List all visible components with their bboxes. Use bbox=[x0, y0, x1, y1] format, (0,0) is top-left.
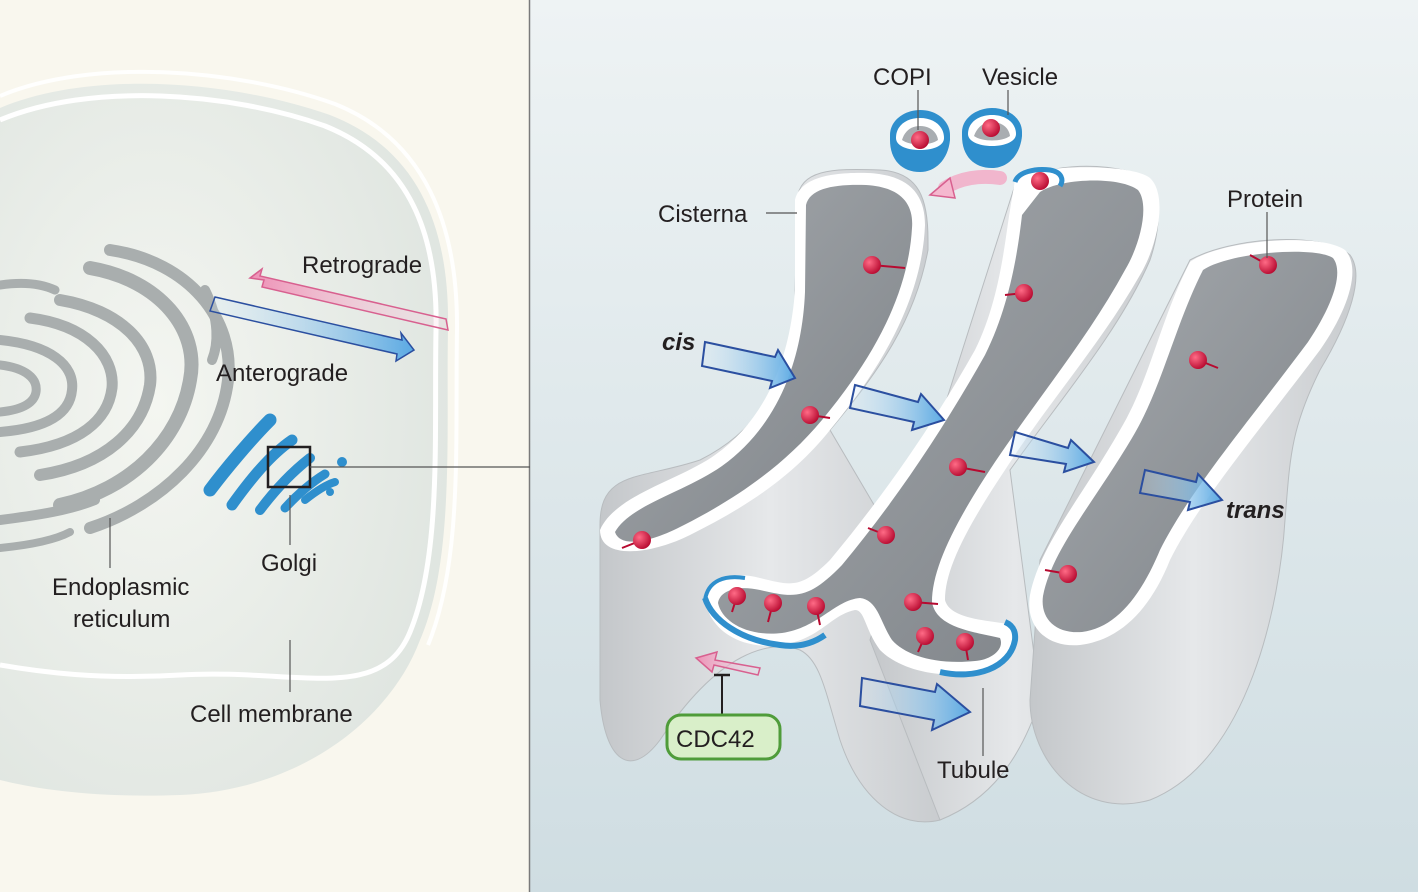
er-label-line2: reticulum bbox=[73, 606, 170, 633]
tubule-retro-arrow bbox=[694, 650, 761, 676]
anterograde-label: Anterograde bbox=[216, 360, 348, 387]
retrograde-label: Retrograde bbox=[302, 252, 422, 279]
golgi-label: Golgi bbox=[261, 550, 317, 577]
cell-membrane-outer bbox=[0, 69, 460, 646]
cdc42-label: CDC42 bbox=[676, 726, 755, 753]
cell-body bbox=[0, 83, 449, 796]
golgi-small bbox=[203, 413, 347, 515]
tubule-coat-left bbox=[702, 596, 827, 649]
copi-retro-arrow-head bbox=[928, 176, 956, 199]
cisterna-1-lumen bbox=[615, 184, 913, 542]
cdc42-box bbox=[665, 713, 782, 761]
trans-label: trans bbox=[1226, 497, 1285, 524]
cisterna-2-lumen bbox=[718, 180, 1144, 662]
tubule-tip-coat bbox=[703, 575, 746, 601]
retrograde-arrow bbox=[248, 267, 449, 331]
cell-membrane-label: Cell membrane bbox=[190, 701, 353, 728]
transport-arrow-2 bbox=[848, 383, 946, 432]
anterograde-arrow bbox=[209, 296, 416, 363]
proteins bbox=[621, 119, 1277, 661]
copi-label: COPI bbox=[873, 64, 932, 91]
cell bbox=[0, 69, 460, 796]
cell-membrane-line bbox=[0, 93, 439, 681]
cisterna-3-lumen bbox=[1042, 251, 1338, 633]
transport-arrows bbox=[700, 340, 1224, 732]
er-label-line1: Endoplasmic bbox=[52, 574, 189, 601]
tubule-arrow bbox=[858, 676, 972, 732]
tubule-coat-right bbox=[939, 619, 1019, 678]
transport-arrow-3 bbox=[1008, 430, 1096, 474]
cis-arrow bbox=[700, 340, 797, 390]
endoplasmic-reticulum bbox=[0, 244, 235, 552]
trans-arrow bbox=[1138, 468, 1224, 512]
tubule-label: Tubule bbox=[937, 757, 1010, 784]
budding-vesicle-coat bbox=[1012, 167, 1065, 188]
cis-label: cis bbox=[662, 329, 695, 356]
protein-label: Protein bbox=[1227, 186, 1303, 213]
cisterna-label: Cisterna bbox=[658, 201, 748, 228]
vesicle-label: Vesicle bbox=[982, 64, 1058, 91]
